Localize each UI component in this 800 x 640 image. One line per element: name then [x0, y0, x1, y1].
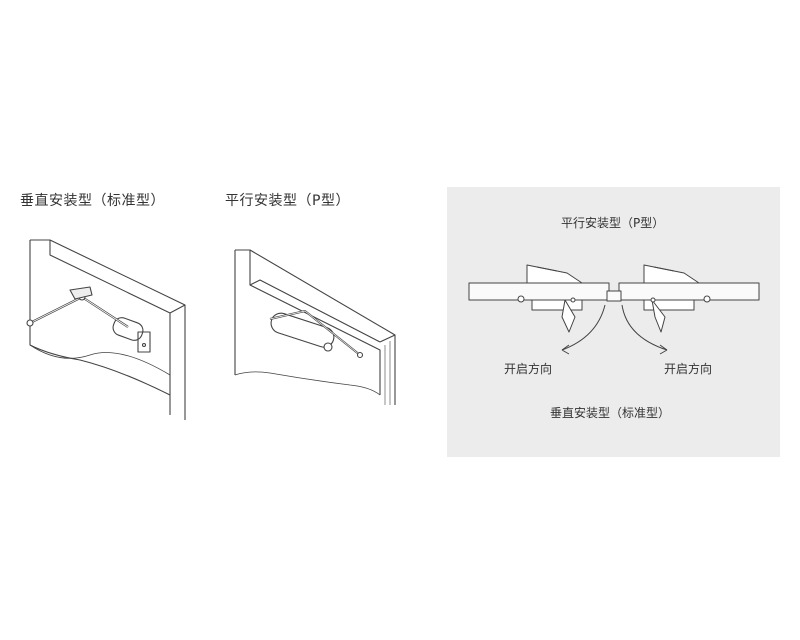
right-open-arrow: [621, 304, 668, 351]
parallel-install-illustration: [234, 249, 396, 405]
left-frame: [468, 282, 610, 301]
right-closer: [643, 264, 711, 333]
panel-bottom-label: 垂直安装型（标准型）: [550, 406, 671, 420]
left-open-arrow: [561, 304, 606, 351]
closer-arm: [26, 286, 129, 328]
parallel-install-caption: 平行安装型（P型）: [225, 193, 350, 209]
door-frame: [30, 239, 186, 420]
right-frame: [618, 282, 760, 301]
top-view-diagram: [468, 264, 760, 355]
left-closer: [517, 264, 583, 333]
top-view-diagram-panel: 平行安装型（P型） 开启方向 开启方向 垂直安装型（标准型）: [447, 187, 780, 457]
closer-body: [112, 317, 151, 353]
vertical-install-illustration: [26, 239, 186, 420]
open-direction-left-label: 开启方向: [504, 362, 553, 376]
open-direction-right-label: 开启方向: [664, 362, 713, 376]
panel-top-label: 平行安装型（P型）: [561, 216, 665, 230]
vertical-install-caption: 垂直安装型（标准型）: [20, 193, 165, 209]
door-frame: [235, 249, 396, 405]
closer-body: [270, 312, 335, 352]
closer-arm: [269, 310, 364, 359]
